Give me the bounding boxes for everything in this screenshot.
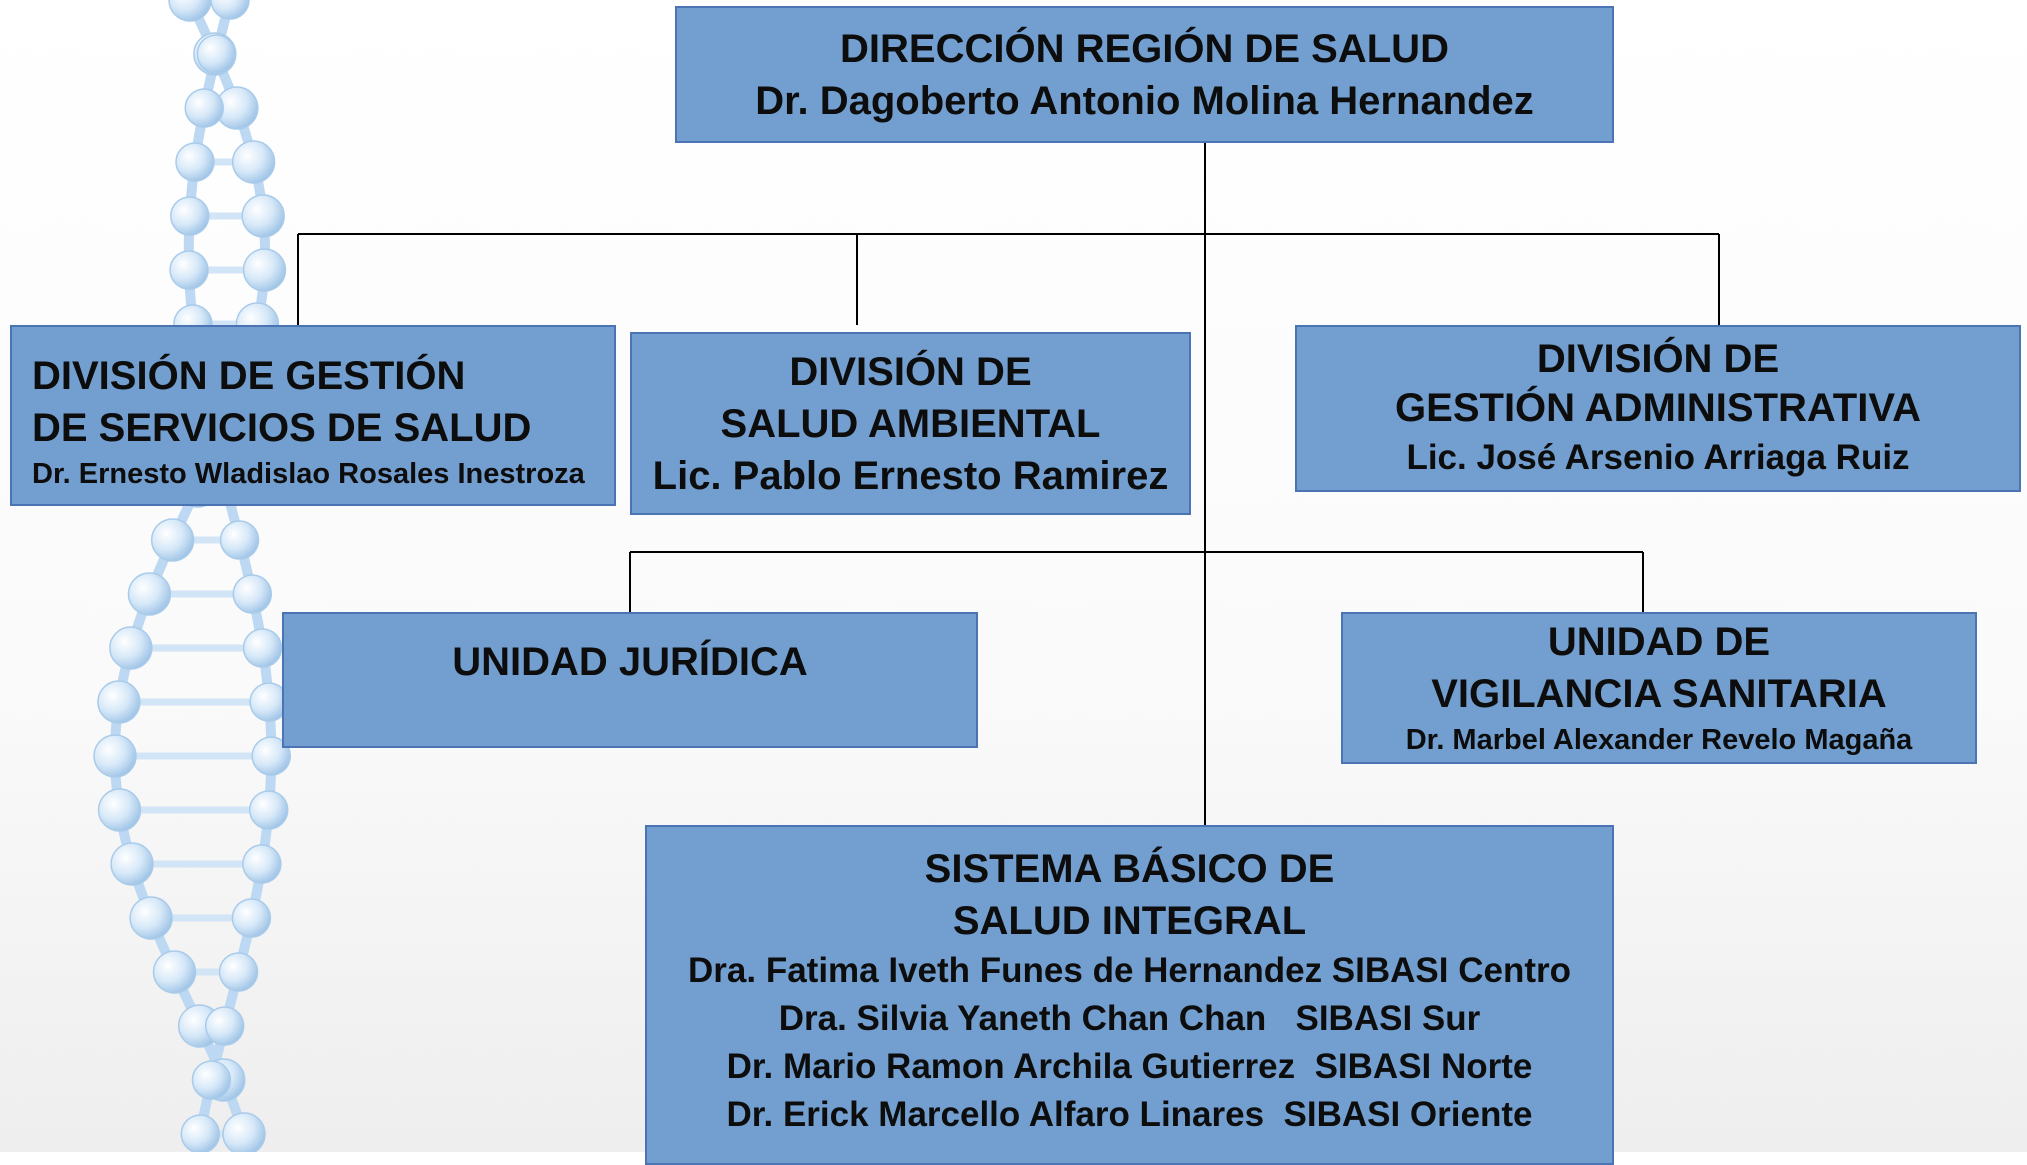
dna-bead (152, 950, 197, 994)
division-servicios-box: DIVISIÓN DE GESTIÓN DE SERVICIOS DE SALU… (10, 325, 616, 506)
dna-bead (241, 194, 285, 238)
dna-bead (97, 680, 141, 724)
dna-bead (219, 520, 260, 560)
sibasi-title-1: SISTEMA BÁSICO DE (924, 847, 1335, 891)
dna-bead (109, 626, 153, 670)
dna-bead (232, 574, 273, 614)
dna-bead (218, 952, 259, 992)
division-administrativa-title-1: DIVISIÓN DE (1536, 337, 1780, 381)
division-servicios-head: Dr. Ernesto Wladislao Rosales Inestroza (32, 457, 585, 490)
sibasi-member: Dr. Erick Marcello Alfaro Linares SIBASI… (726, 1095, 1533, 1134)
dna-bead (180, 1114, 221, 1152)
dna-bead (175, 142, 215, 182)
sibasi-member: Dra. Fatima Iveth Funes de Hernandez SIB… (688, 951, 1571, 990)
dna-bead (168, 0, 212, 22)
division-ambiental-title-1: DIVISIÓN DE (789, 349, 1032, 394)
dna-bead (231, 898, 272, 938)
dna-bead (110, 842, 154, 886)
dna-helix-decoration (93, 0, 291, 1152)
dna-bead (222, 1112, 266, 1152)
dna-bead (196, 34, 237, 74)
dna-bead (251, 736, 291, 776)
dna-bead (191, 1060, 232, 1100)
division-servicios-title-2: DE SERVICIOS DE SALUD (32, 405, 532, 450)
dna-bead (129, 896, 173, 940)
sibasi-box: SISTEMA BÁSICO DE SALUD INTEGRAL Dra. Fa… (645, 825, 1614, 1165)
dna-bead (97, 788, 142, 832)
dna-bead (242, 844, 282, 884)
division-ambiental-title-2: SALUD AMBIENTAL (720, 401, 1101, 446)
division-administrativa-box: DIVISIÓN DE GESTIÓN ADMINISTRATIVA Lic. … (1295, 325, 2021, 492)
dna-bead (184, 88, 224, 128)
dna-bead (169, 250, 209, 290)
division-administrativa-title-2: GESTIÓN ADMINISTRATIVA (1395, 386, 1921, 430)
unidad-vigilancia-head: Dr. Marbel Alexander Revelo Magaña (1405, 724, 1913, 756)
dna-bead (204, 1006, 245, 1046)
unidad-vigilancia-box: UNIDAD DE VIGILANCIA SANITARIA Dr. Marbe… (1341, 612, 1977, 764)
unidad-juridica-title: UNIDAD JURÍDICA (452, 640, 808, 684)
dna-bead (210, 0, 250, 20)
direccion-title: DIRECCIÓN REGIÓN DE SALUD (840, 26, 1449, 71)
dna-bead (231, 140, 276, 184)
direccion-head: Dr. Dagoberto Antonio Molina Hernandez (755, 78, 1534, 123)
sibasi-member: Dr. Mario Ramon Archila Gutierrez SIBASI… (726, 1047, 1533, 1086)
division-servicios-title-1: DIVISIÓN DE GESTIÓN (32, 353, 466, 398)
unidad-vigilancia-title-1: UNIDAD DE (1547, 620, 1771, 664)
sibasi-title-2: SALUD INTEGRAL (952, 899, 1307, 943)
dna-bead (170, 196, 210, 236)
division-administrativa-head: Lic. José Arsenio Arriaga Ruiz (1406, 438, 1910, 477)
direccion-box: DIRECCIÓN REGIÓN DE SALUD Dr. Dagoberto … (675, 6, 1614, 143)
division-ambiental-box: DIVISIÓN DE SALUD AMBIENTAL Lic. Pablo E… (630, 332, 1191, 515)
dna-bead (127, 572, 172, 616)
dna-bead (248, 790, 289, 830)
dna-bead (150, 518, 195, 562)
dna-bead (93, 734, 137, 778)
dna-bead (242, 628, 283, 668)
unidad-juridica-box: UNIDAD JURÍDICA (282, 612, 978, 748)
sibasi-member: Dra. Silvia Yaneth Chan Chan SIBASI Sur (778, 999, 1481, 1038)
unidad-vigilancia-title-2: VIGILANCIA SANITARIA (1431, 672, 1887, 716)
dna-bead (242, 248, 287, 292)
division-ambiental-head: Lic. Pablo Ernesto Ramirez (652, 453, 1169, 498)
